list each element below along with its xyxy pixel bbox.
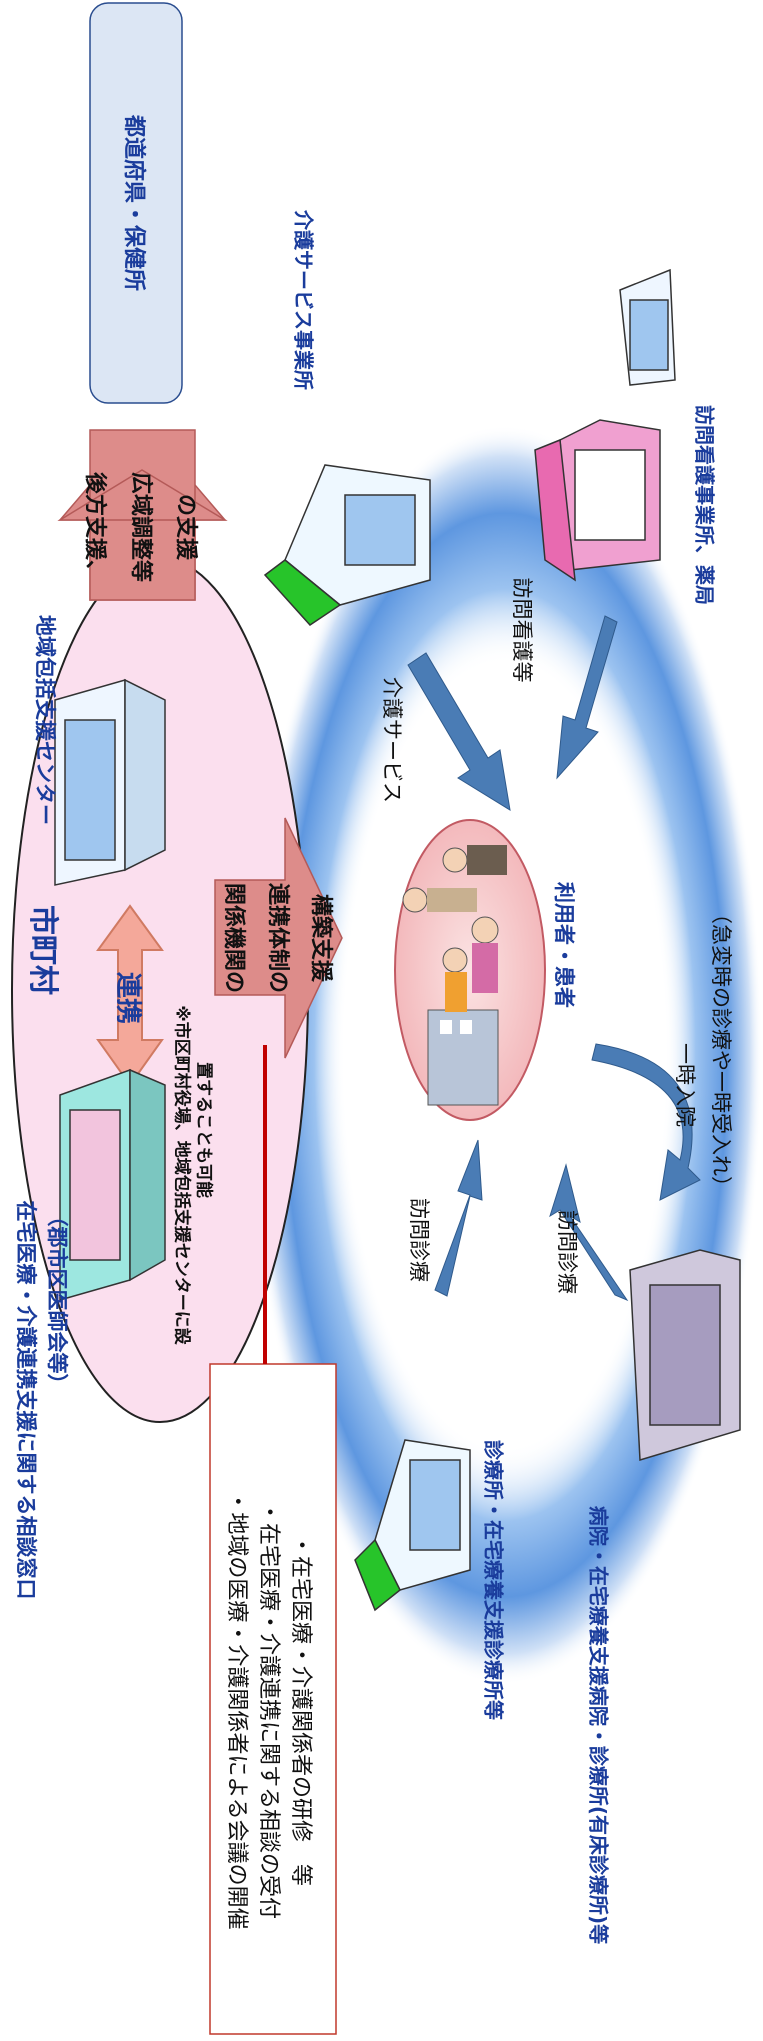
visit-medical-label-1: 訪問診療 (407, 1198, 431, 1282)
visit-nursing-arrow (556, 615, 618, 780)
care-service-label: 介護サービス (380, 677, 404, 803)
info-item-3: ・在宅医療・介護関係者の研修 等 (288, 1533, 313, 1887)
center-building (54, 678, 166, 886)
renkei-label: 連携 (112, 971, 143, 1025)
backup-line1: 後方支援、 (82, 471, 107, 583)
consult-label-line2: （郡市区医師会等） (45, 1205, 69, 1395)
clinic-label: 診療所・在宅療養支援診療所等 (481, 1440, 506, 1720)
municipality-label: 市町村 (25, 905, 60, 995)
care-service-arrow (407, 652, 511, 812)
hospital-building (629, 1249, 741, 1461)
prefecture-box (89, 2, 183, 404)
info-item-2: ・在宅医療・介護連携に関する相談の受付 (256, 1500, 281, 1920)
care-office-label: 介護サービス事業所 (291, 210, 316, 390)
clinic-building (354, 1439, 471, 1612)
nursing-office-building (534, 419, 661, 582)
admission-arrow (591, 1043, 701, 1201)
hospital-label: 病院・在宅療養支援病院・診療所(有床診療所)等 (586, 1505, 611, 1945)
visit-nursing-office-label: 訪問看護事業所、薬局 (692, 405, 717, 605)
consult-label-line1: 在宅医療・介護連携支援に関する相談窓口 (14, 1200, 38, 1600)
build-support-arrow (214, 817, 343, 1059)
note-line2: 置することも可能 (193, 1062, 214, 1198)
backup-line3: の支援 (173, 493, 198, 561)
admission-line1: 一時入院 (673, 1043, 697, 1127)
visit-medical-arrow-1 (434, 1139, 483, 1297)
backup-line2: 広域調整等 (128, 471, 153, 583)
info-box (209, 1363, 337, 2035)
consult-building (59, 1068, 166, 1301)
prefecture-label: 都道府県・保健所 (121, 114, 146, 292)
admission-line2: （急変時の診療や一時受入れ） (709, 903, 733, 1197)
build-line1: 関係機関の (221, 882, 246, 994)
visit-nursing-label: 訪問看護等 (510, 577, 534, 683)
comprehensive-center-label: 地域包括支援センター (33, 615, 57, 825)
visit-medical-label-2: 訪問診療 (555, 1210, 579, 1294)
user-patient-label: 利用者・患者 (552, 882, 576, 1008)
pharmacy-building (619, 268, 676, 386)
build-line2: 連携体制の (265, 882, 290, 994)
visit-medical-arrow-2 (549, 1163, 629, 1302)
patient-illustration (402, 845, 507, 1106)
build-line3: 構築支援 (308, 893, 333, 983)
care-office-building (263, 464, 431, 626)
info-item-1: ・地域の医療・介護関係者による会議の開催 (224, 1490, 249, 1930)
